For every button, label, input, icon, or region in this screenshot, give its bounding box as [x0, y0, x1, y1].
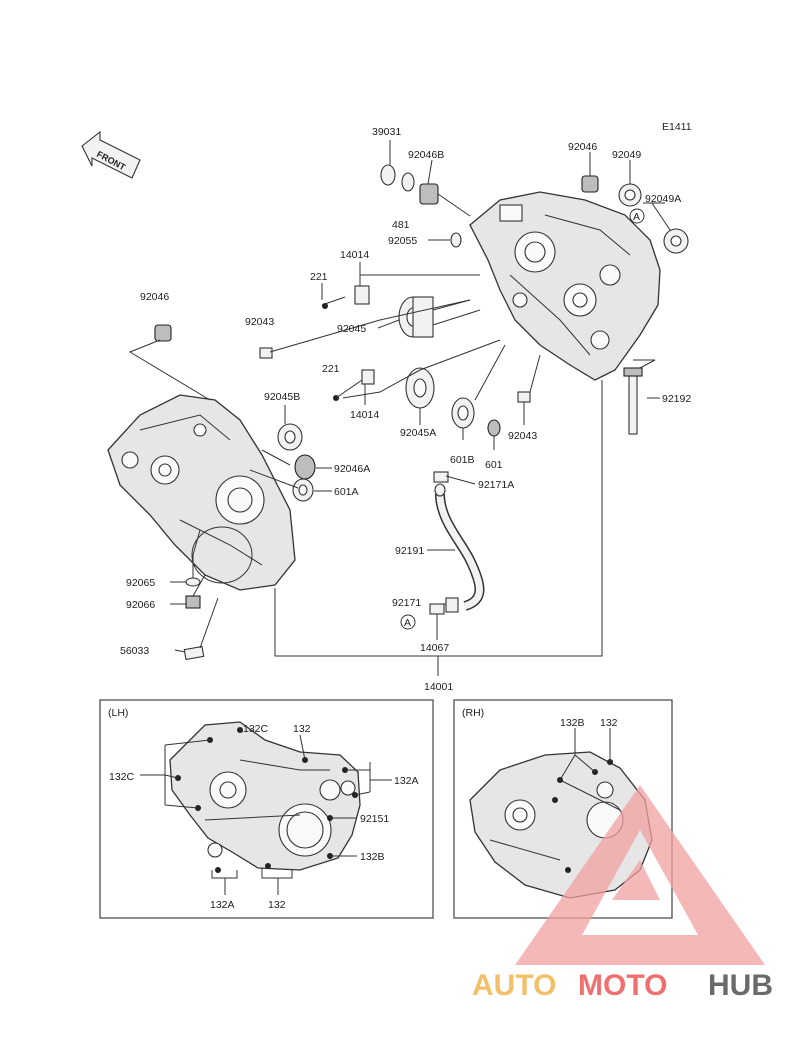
tube-92192	[628, 371, 638, 435]
bearing-601	[487, 419, 501, 437]
left-crankcase-half	[107, 394, 296, 591]
callout-601a: 601A	[334, 486, 359, 498]
lh-panel: (LH) 132C 132 132C	[99, 699, 434, 919]
callout-92066: 92066	[126, 599, 155, 611]
lh-132-top: 132	[293, 723, 311, 735]
lh-92151: 92151	[360, 813, 389, 825]
lh-132b: 132B	[360, 851, 385, 863]
ref-a-lower: A	[404, 617, 411, 629]
callout-92045b: 92045B	[264, 391, 300, 403]
callout-92171: 92171	[392, 597, 421, 609]
lh-132c-left: 132C	[109, 771, 135, 783]
callout-39031: 39031	[372, 126, 401, 138]
rh-132b: 132B	[560, 717, 585, 729]
front-arrow-icon: FRONT	[81, 130, 141, 179]
callout-92171a: 92171A	[478, 479, 514, 491]
hose-92191	[435, 493, 485, 611]
ref-a-upper: A	[633, 211, 640, 223]
oil-seal-39031	[380, 164, 396, 186]
callout-92043-left: 92043	[245, 316, 274, 328]
callout-92046a: 92046A	[334, 463, 370, 475]
callout-92046b: 92046B	[408, 149, 444, 161]
o-ring-92055	[450, 232, 462, 248]
rh-panel-label: (RH)	[462, 707, 484, 719]
callout-92046-left: 92046	[140, 291, 169, 303]
clamp-92171	[445, 597, 459, 613]
callout-221-top: 221	[310, 271, 328, 283]
callout-92046-top: 92046	[568, 141, 597, 153]
watermark-part1: AUTO	[472, 969, 556, 1002]
right-crankcase-half	[469, 191, 661, 381]
callout-92043-right: 92043	[508, 430, 537, 442]
circlip	[401, 172, 415, 192]
lh-132a-right: 132A	[394, 775, 419, 787]
plug-92066	[185, 595, 201, 609]
callout-92065: 92065	[126, 577, 155, 589]
callout-92191: 92191	[395, 545, 424, 557]
lh-panel-label: (LH)	[108, 707, 128, 719]
fitting-14067	[429, 603, 445, 615]
needle-bearing-92046b	[419, 183, 439, 205]
callout-14067: 14067	[420, 642, 449, 654]
plate-14014-mid	[361, 369, 375, 385]
lh-132c-top: 132C	[243, 723, 269, 735]
callout-14014-top: 14014	[340, 249, 369, 261]
needle-bearing-92046-left	[154, 324, 172, 342]
callout-221-mid: 221	[322, 363, 340, 375]
rh-132: 132	[600, 717, 618, 729]
bolt-221-top	[322, 303, 328, 309]
callout-92049a: 92049A	[645, 193, 681, 205]
label-56033	[183, 645, 205, 661]
lh-132-bottom: 132	[268, 899, 286, 911]
callout-92055: 92055	[388, 235, 417, 247]
callout-601: 601	[485, 459, 503, 471]
callout-92045a: 92045A	[400, 427, 436, 439]
dowel-pin-92043-left	[259, 347, 273, 359]
callout-92192: 92192	[662, 393, 691, 405]
needle-bearing-92046-top	[581, 175, 599, 193]
plate-14014-top	[354, 285, 370, 305]
washer-92065	[185, 577, 201, 587]
callout-92049: 92049	[612, 149, 641, 161]
callout-481: 481	[392, 219, 410, 231]
callout-14001: 14001	[424, 681, 453, 693]
watermark-part3: HUB	[708, 969, 773, 1002]
callout-92045: 92045	[337, 323, 366, 335]
lh-132a-bottom: 132A	[210, 899, 235, 911]
leader-lines	[128, 140, 671, 676]
watermark-part2: MOTO	[578, 969, 667, 1002]
watermark-logo: AUTO MOTO HUB	[472, 785, 773, 1002]
diagram-code: E1411	[662, 121, 692, 133]
callout-14014-mid: 14014	[350, 409, 379, 421]
callout-56033: 56033	[120, 645, 149, 657]
callout-601b: 601B	[450, 454, 475, 466]
clamp-92171a	[433, 471, 449, 483]
needle-bearing-92046a	[294, 454, 316, 480]
dowel-pin-92043-right	[517, 391, 531, 403]
